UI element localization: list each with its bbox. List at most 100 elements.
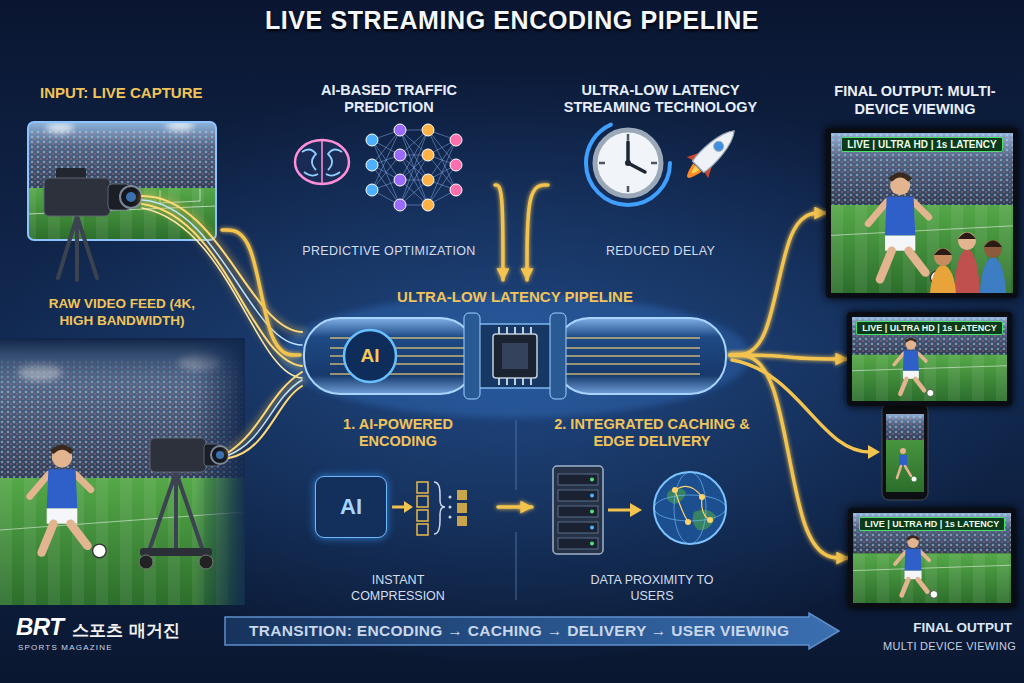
- flow-arrow: [527, 185, 548, 280]
- globe-icon: [675, 486, 710, 522]
- server-icon: [558, 506, 598, 517]
- screen-scene: [852, 317, 1007, 355]
- flow-arrow: [495, 185, 503, 280]
- label-holder: SPORTS MAGAZINE: [18, 643, 113, 652]
- neural-network-icon: [366, 184, 378, 196]
- screen-scene: [853, 554, 1011, 604]
- camera-icon: [58, 216, 97, 280]
- camera-dolly: [216, 451, 224, 459]
- screen-scene: [980, 257, 1006, 293]
- screen-scene: [894, 339, 934, 396]
- section-heading: INPUT: LIVE CAPTURE: [40, 84, 203, 101]
- pipeline-tube: [344, 330, 396, 382]
- data-streams: [229, 372, 302, 452]
- globe-icon: [707, 517, 713, 523]
- footer-label: FINAL OUTPUT: [913, 620, 1012, 635]
- screen-scene: [885, 197, 915, 236]
- footer-label: MULTI DEVICE VIEWING: [883, 640, 1016, 652]
- neural-network-icon: [394, 174, 406, 186]
- tablet-screen: LIVE | ULTRA HD | 1s LATENCY: [847, 312, 1012, 406]
- logo-text: 스포츠 매거진: [72, 619, 180, 642]
- server-icon: [590, 542, 594, 546]
- neural-network-icon: [394, 199, 406, 211]
- neural-network-icon: [366, 124, 462, 211]
- logo-text: BRT: [16, 613, 63, 641]
- flow-arrow: [730, 213, 826, 355]
- caption: DATA PROXIMITY TO USERS: [580, 572, 725, 605]
- server-icon: [558, 474, 598, 549]
- band-arrow-shape: [225, 613, 839, 649]
- process-panel: 1. AI-POWERED ENCODINGINSTANT COMPRESSIO…: [298, 412, 498, 606]
- screen-scene: [934, 248, 952, 266]
- pipeline-tube: [464, 313, 480, 399]
- pipeline-tube: [502, 343, 528, 369]
- status-banner: LIVE | ULTRA HD | 1s LATENCY: [841, 137, 1002, 152]
- compression-icon: [449, 496, 452, 499]
- compression-icon: [392, 506, 406, 509]
- camera-dolly: [150, 438, 206, 472]
- screen-scene: [853, 565, 1011, 570]
- screen-scene: [852, 355, 1007, 401]
- player-figure: [52, 447, 72, 467]
- camera-icon: [44, 178, 110, 216]
- server-icon: [558, 474, 598, 485]
- phone-device: [912, 477, 917, 482]
- phone-device: [900, 448, 906, 454]
- screen-scene: [853, 513, 1011, 554]
- brain-icon: [295, 140, 349, 184]
- server-icon: [558, 522, 598, 533]
- screen-scene: [852, 366, 1007, 371]
- screen-scene: [903, 351, 919, 371]
- server-icon: [590, 494, 594, 498]
- compression-icon: [457, 503, 467, 513]
- phone-arrow: [868, 445, 880, 459]
- data-streams: [142, 204, 302, 366]
- clock-icon: [599, 134, 657, 192]
- camera-dolly: [139, 555, 153, 569]
- camera-dolly: [199, 555, 213, 569]
- section-heading: AI-BASED TRAFFIC PREDICTION: [283, 82, 495, 117]
- screen-scene: [958, 232, 976, 250]
- screen-scene: [831, 133, 1013, 205]
- compression-icon: [457, 490, 467, 526]
- screen-scene: [927, 389, 934, 396]
- screen-scene: [954, 249, 980, 293]
- server-icon: [553, 466, 603, 554]
- brain-icon: [321, 141, 323, 183]
- phone-device: [886, 414, 924, 440]
- neural-network-icon: [366, 159, 378, 171]
- player-figure: [52, 447, 72, 452]
- compression-icon: [457, 516, 467, 526]
- compression-icon: [417, 524, 428, 535]
- screen-scene: [831, 226, 1013, 236]
- section-heading: FINAL OUTPUT: MULTI-DEVICE VIEWING: [812, 82, 1018, 118]
- label-holder: FINAL OUTPUT: MULTI-DEVICE VIEWING: [812, 82, 1018, 118]
- screen-scene: [852, 355, 1007, 401]
- pipeline-tube: [493, 334, 537, 378]
- stadium-photo: [46, 123, 74, 133]
- section-heading: ULTRA-LOW LATENCY STREAMING TECHNOLOGY: [548, 82, 773, 117]
- server-icon: [558, 538, 598, 549]
- phone-device: [886, 414, 924, 440]
- compression-icon: [449, 506, 452, 509]
- neural-network-icon: [450, 184, 462, 196]
- stadium-scene: [0, 338, 245, 605]
- caption: RAW VIDEO FEED (4K, HIGH BANDWIDTH): [35, 296, 210, 330]
- data-streams: [142, 208, 302, 378]
- neural-network-icon: [366, 134, 378, 146]
- screen-scene: [880, 251, 925, 280]
- delivery-arrow: [608, 503, 642, 517]
- ai-icon-box: AI: [315, 476, 387, 538]
- flow-arrow: [222, 230, 300, 355]
- neural-network-icon: [394, 124, 406, 136]
- clock-icon: [625, 160, 631, 166]
- stadium-photo: [166, 122, 194, 131]
- neural-network-icon: [422, 174, 434, 186]
- compression-icon: [417, 496, 428, 507]
- screen-scene: [852, 317, 1007, 355]
- camera-dolly: [140, 548, 212, 556]
- globe-icon: [672, 487, 678, 493]
- camera-icon: [44, 168, 142, 280]
- screen-scene: [906, 339, 917, 350]
- neural-network-icon: [366, 124, 462, 211]
